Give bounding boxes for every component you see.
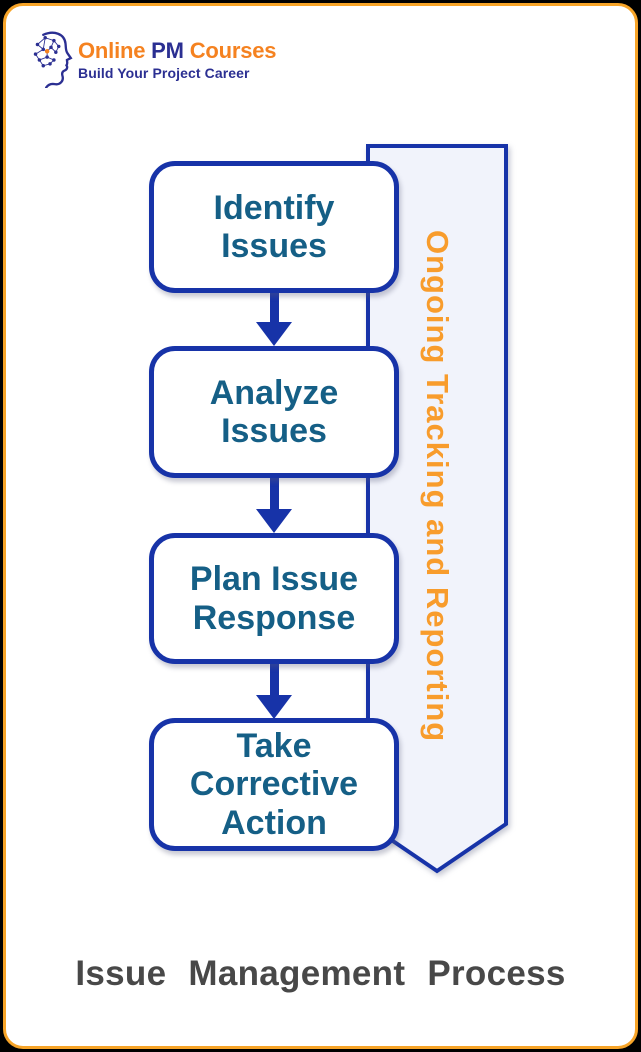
tracking-banner-shape: [366, 144, 508, 874]
brand-part-courses: Courses: [189, 38, 277, 63]
arrow-shaft: [269, 477, 279, 509]
logo: Online PM Courses Build Your Project Car…: [28, 30, 277, 88]
arrow-shaft: [269, 292, 279, 322]
step-box-plan-issue-response: Plan Issue Response: [149, 533, 399, 664]
arrow-down-icon: [256, 477, 292, 533]
step-box-identify-issues: Identify Issues: [149, 161, 399, 293]
step-box-analyze-issues: Analyze Issues: [149, 346, 399, 478]
logo-tagline: Build Your Project Career: [78, 65, 250, 81]
step-box-take-corrective-action: Take Corrective Action: [149, 718, 399, 851]
brand-part-pm: PM: [151, 38, 184, 63]
head-network-icon: [33, 31, 73, 88]
arrow-head: [256, 322, 292, 346]
arrow-head: [256, 509, 292, 533]
framed-card: Online PM Courses Build Your Project Car…: [3, 3, 638, 1049]
arrow-down-icon: [256, 662, 292, 719]
arrow-head: [256, 695, 292, 719]
logo-text: Online PM Courses Build Your Project Car…: [78, 30, 277, 81]
tracking-banner-label: Ongoing Tracking and Reporting: [420, 229, 455, 743]
brand-name: Online PM Courses: [78, 38, 277, 64]
brand-part-online: Online: [78, 38, 146, 63]
arrow-down-icon: [256, 292, 292, 346]
arrow-shaft: [269, 662, 279, 695]
diagram-caption: Issue Management Process: [75, 954, 566, 993]
